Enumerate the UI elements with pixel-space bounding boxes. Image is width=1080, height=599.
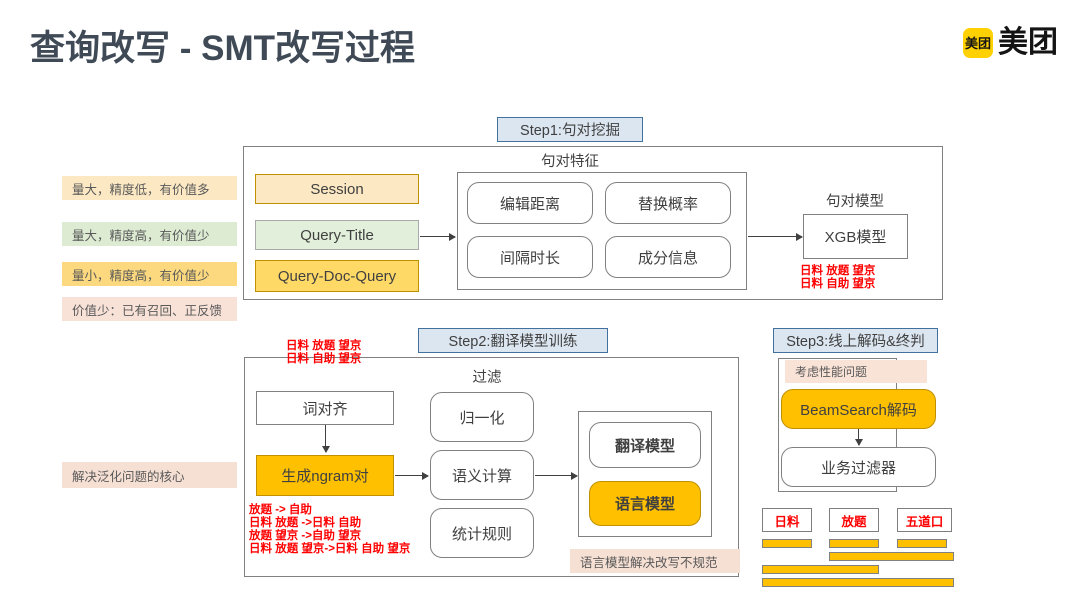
step2-filter-label: 过滤 (472, 369, 502, 386)
arrow-ngram-to-filter (395, 471, 429, 480)
translation-model-box[interactable]: 翻译模型 (589, 422, 701, 468)
meituan-logo-mark: 美团 (963, 28, 993, 58)
step2-bottom-note: 语言模型解决改写不规范 (570, 549, 740, 573)
left-note-2: 量大，精度高，有价值少 (62, 222, 237, 246)
token-box-1[interactable]: 日料 (762, 508, 812, 532)
step2-input-examples: 日料 放题 望京 日料 自助 望京 (286, 340, 361, 366)
language-model-box[interactable]: 语言模型 (589, 481, 701, 526)
step1-example-2: 日料 自助 望京 (800, 278, 876, 290)
left-note-5: 解决泛化问题的核心 (62, 462, 237, 488)
beamsearch-decode-box[interactable]: BeamSearch解码 (781, 389, 936, 429)
word-align-box[interactable]: 词对齐 (256, 391, 394, 425)
source-box-query-title[interactable]: Query-Title (255, 220, 419, 250)
page-title: 查询改写 - SMT改写过程 (30, 29, 415, 68)
result-bar-5 (762, 565, 879, 574)
step3-tag[interactable]: Step3:线上解码&终判 (773, 328, 938, 353)
meituan-logo-text: 美团 (998, 26, 1058, 59)
step2-tag[interactable]: Step2:翻译模型训练 (418, 328, 608, 353)
source-box-query-doc-query[interactable]: Query-Doc-Query (255, 260, 419, 292)
ngram-example-1: 放题 -> 自助 (249, 504, 312, 516)
left-note-4: 价值少：已有召回、正反馈 (62, 297, 237, 321)
step1-features-label: 句对特征 (541, 153, 599, 170)
business-filter-box[interactable]: 业务过滤器 (781, 447, 936, 487)
arrow-sources-to-features (420, 232, 456, 241)
step2-ngram-examples: 放题 -> 自助 日料 放题 ->日料 自助 放题 望京 ->自助 望京 日料 … (249, 504, 410, 556)
source-box-session[interactable]: Session (255, 174, 419, 204)
result-bar-4 (829, 552, 954, 561)
result-bar-1 (762, 539, 812, 548)
token-box-2[interactable]: 放题 (829, 508, 879, 532)
feature-box-component-info[interactable]: 成分信息 (605, 236, 731, 278)
left-note-1: 量大，精度低，有价值多 (62, 176, 237, 200)
feature-box-replace-prob[interactable]: 替换概率 (605, 182, 731, 224)
step1-example-1: 日料 放题 望京 (800, 265, 876, 277)
xgb-model-box[interactable]: XGB模型 (803, 214, 908, 259)
step3-perf-note: 考虑性能问题 (785, 360, 927, 383)
ngram-example-4: 日料 放题 望京->日料 自助 望京 (249, 543, 411, 555)
left-note-3: 量小，精度高，有价值少 (62, 262, 237, 286)
filter-box-statistic[interactable]: 统计规则 (430, 508, 534, 558)
step2-input-example-1: 日料 放题 望京 (286, 340, 362, 352)
result-bar-2 (829, 539, 879, 548)
arrow-decode-to-filter (854, 429, 863, 446)
result-bar-6 (762, 578, 954, 587)
feature-box-edit-distance[interactable]: 编辑距离 (467, 182, 593, 224)
filter-box-semantic[interactable]: 语义计算 (430, 450, 534, 500)
generate-ngram-box[interactable]: 生成ngram对 (256, 455, 394, 496)
meituan-logo: 美团 美团 (963, 28, 1058, 58)
result-bar-3 (897, 539, 947, 548)
token-box-3[interactable]: 五道口 (897, 508, 952, 532)
step1-model-label: 句对模型 (826, 193, 884, 210)
step2-input-example-2: 日料 自助 望京 (286, 353, 362, 365)
step1-tag[interactable]: Step1:句对挖掘 (497, 117, 643, 142)
ngram-example-3: 放题 望京 ->自助 望京 (249, 530, 362, 542)
arrow-align-to-ngram (321, 425, 330, 453)
ngram-example-2: 日料 放题 ->日料 自助 (249, 517, 362, 529)
step1-model-examples: 日料 放题 望京 日料 自助 望京 (800, 265, 875, 291)
arrow-filter-to-models (535, 471, 578, 480)
feature-box-interval-duration[interactable]: 间隔时长 (467, 236, 593, 278)
filter-box-normalize[interactable]: 归一化 (430, 392, 534, 442)
arrow-features-to-model (748, 232, 803, 241)
